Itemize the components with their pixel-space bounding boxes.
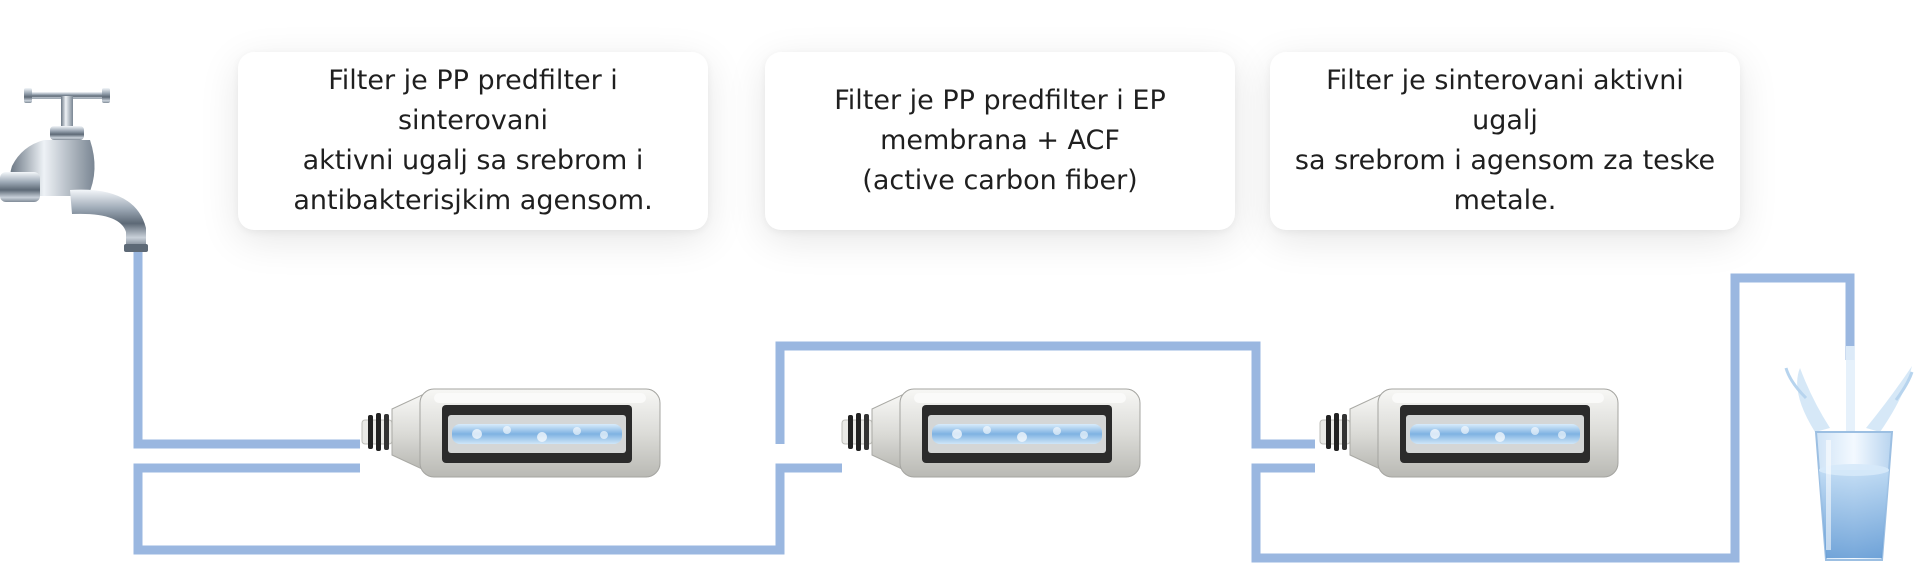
- faucet-icon: [0, 88, 148, 252]
- filter-cartridge-icon: [841, 388, 1141, 478]
- filter-cartridge-icon: [361, 388, 661, 478]
- water-glass-icon: [1784, 346, 1914, 561]
- pipe-segment: [1251, 273, 1855, 563]
- pipe-segment: [775, 341, 1315, 449]
- filter-cartridge-icon: [1319, 388, 1619, 478]
- pipe-segment: [133, 463, 842, 555]
- filter-description-card-1: Filter je PP predfilter i sinterovani ak…: [238, 52, 708, 230]
- card-text: Filter je PP predfilter i EP membrana + …: [834, 85, 1166, 196]
- water-pipes: [133, 248, 1855, 563]
- filter-description-card-3: Filter je sinterovani aktivni ugalj sa s…: [1270, 52, 1740, 230]
- filter-description-card-2: Filter je PP predfilter i EP membrana + …: [765, 52, 1235, 230]
- card-text: Filter je PP predfilter i sinterovani ak…: [293, 65, 653, 216]
- pipe-segment: [133, 248, 360, 449]
- card-text: Filter je sinterovani aktivni ugalj sa s…: [1294, 65, 1716, 216]
